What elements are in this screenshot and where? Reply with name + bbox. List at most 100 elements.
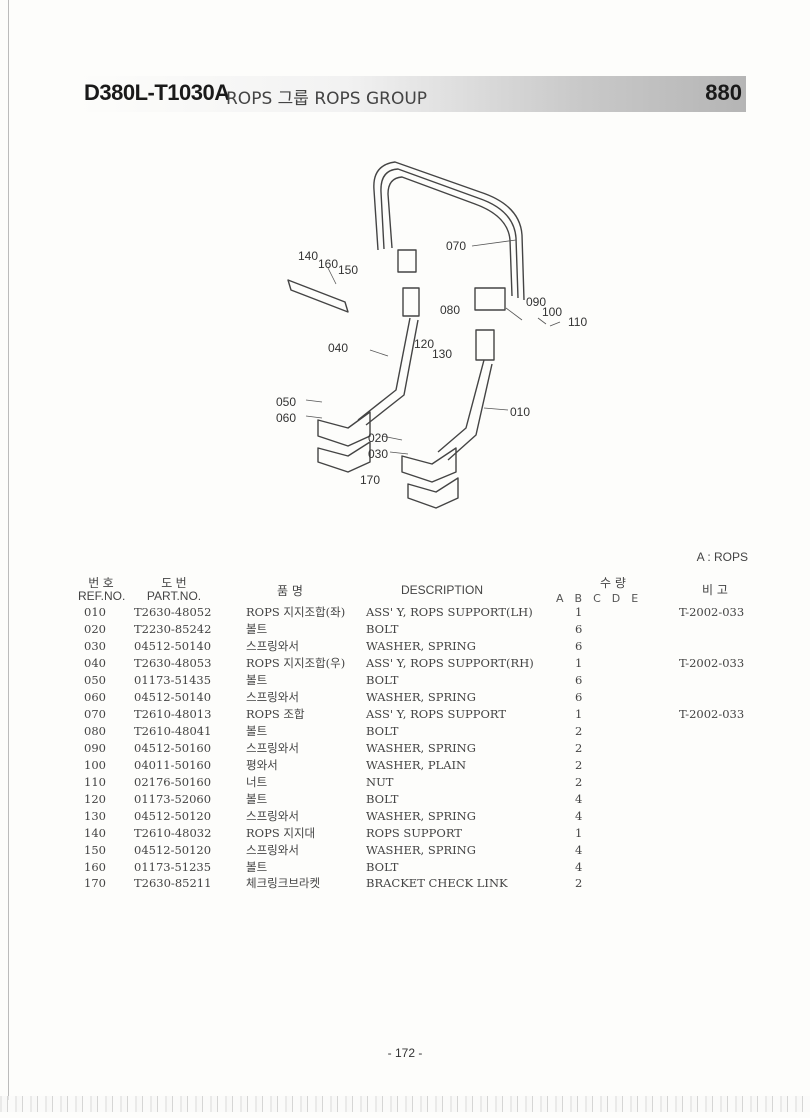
cell-name-kr: 스프링와서 [246, 808, 299, 823]
rops-frame-foot-left [397, 249, 417, 273]
callout-020: 020 [368, 431, 388, 445]
cell-name-kr: ROPS 지지조합(우) [246, 656, 346, 671]
cell-quantity: 2 [575, 774, 583, 789]
cell-ref-no: 090 [84, 740, 106, 755]
cell-part-no: T2610-48032 [134, 825, 212, 840]
cell-description: BRACKET CHECK LINK [366, 876, 508, 891]
cell-description: WASHER, PLAIN [366, 757, 467, 772]
table-row: 100 04011-50160 평와서 WASHER, PLAIN 2 [80, 756, 759, 773]
support-rh-base [401, 447, 457, 483]
callout-030: 030 [368, 447, 388, 461]
cell-name-kr: 볼트 [246, 622, 268, 637]
quantity-letters: A B C D E [556, 592, 656, 605]
cell-ref-no: 100 [84, 757, 106, 772]
cell-remark [679, 672, 759, 689]
qty-letter-e: E [631, 592, 639, 605]
cell-part-no: 04512-50140 [134, 690, 212, 705]
scan-artifact-strip [0, 1096, 810, 1112]
name-kr-column-header: 품 명 [277, 584, 303, 598]
description-column-header: DESCRIPTION [400, 583, 483, 597]
cell-ref-no: 120 [84, 791, 106, 806]
quantity-legend-note: A : ROPS [696, 550, 748, 564]
cell-name-kr: ROPS 지지대 [246, 825, 316, 840]
cell-description: WASHER, SPRING [366, 808, 476, 823]
callout-140: 140 [298, 249, 318, 263]
support-lh-arm [357, 317, 419, 426]
cell-remark [679, 824, 759, 841]
cell-name-kr: 스프링와서 [246, 740, 299, 755]
cell-ref-no: 060 [84, 690, 106, 705]
callout-170: 170 [360, 473, 380, 487]
cell-quantity: 6 [575, 639, 583, 654]
cell-name-kr: 스프링와서 [246, 639, 299, 654]
cell-ref-no: 130 [84, 808, 106, 823]
cell-quantity: 6 [575, 673, 583, 688]
cell-part-no: T2230-85242 [134, 622, 212, 637]
quantity-header-kr: 수 량 [600, 576, 626, 590]
cell-quantity: 2 [575, 876, 583, 891]
cell-description: WASHER, SPRING [366, 740, 476, 755]
part-header-en: PART.NO. [146, 589, 202, 603]
cell-quantity: 1 [575, 605, 583, 620]
page-frame [8, 0, 810, 1100]
cell-ref-no: 020 [84, 622, 106, 637]
cell-description: NUT [366, 774, 394, 789]
cell-part-no: 02176-50160 [134, 774, 212, 789]
cell-part-no: T2630-85211 [134, 876, 212, 891]
cell-name-kr: 스프링와서 [246, 690, 299, 705]
cell-description: WASHER, SPRING [366, 639, 476, 654]
cell-quantity: 6 [575, 622, 583, 637]
cell-quantity: 4 [575, 808, 583, 823]
cell-name-kr: 볼트 [246, 673, 268, 688]
support-lh-top [402, 287, 420, 317]
cell-description: ASS' Y, ROPS SUPPORT(RH) [366, 656, 534, 671]
cell-ref-no: 040 [84, 656, 106, 671]
cell-part-no: 04512-50120 [134, 808, 212, 823]
cell-name-kr: ROPS 지지조합(좌) [246, 605, 346, 620]
cell-name-kr: ROPS 조합 [246, 707, 305, 722]
page-number: - 172 - [387, 1046, 423, 1060]
cell-quantity: 1 [575, 707, 583, 722]
model-code: D380L-T1030A [84, 80, 230, 105]
cell-part-no: T2610-48041 [134, 724, 212, 739]
qty-letter-a: A [556, 592, 564, 605]
cell-part-no: 01173-52060 [134, 791, 212, 806]
cell-remark [679, 841, 759, 858]
cell-remark: T-2002-033 [679, 707, 745, 722]
callout-110: 110 [568, 315, 587, 329]
support-rh-top [475, 329, 495, 361]
rops-support-bar [287, 279, 349, 313]
cell-quantity: 6 [575, 690, 583, 705]
cell-remark [679, 807, 759, 824]
cell-quantity: 2 [575, 757, 583, 772]
cell-remark [679, 723, 759, 740]
callout-130: 130 [432, 347, 452, 361]
cell-part-no: T2630-48053 [134, 656, 212, 671]
cell-remark: T-2002-033 [679, 605, 745, 620]
cell-part-no: T2630-48052 [134, 605, 212, 620]
cell-quantity: 1 [575, 656, 583, 671]
cell-remark [679, 790, 759, 807]
cell-description: BOLT [366, 724, 399, 739]
group-page-number: 880 [705, 80, 742, 105]
cell-quantity: 2 [575, 724, 583, 739]
cell-part-no: 01173-51435 [134, 673, 212, 688]
cell-description: BOLT [366, 673, 399, 688]
remark-column-header: 비 고 [702, 583, 728, 597]
cell-description: WASHER, SPRING [366, 842, 476, 857]
cell-remark [679, 689, 759, 706]
bracket-170-lh [317, 441, 371, 473]
cell-part-no: 04011-50160 [134, 757, 212, 772]
cell-remark [679, 621, 759, 638]
cell-name-kr: 평와서 [246, 757, 278, 772]
cell-ref-no: 150 [84, 842, 106, 857]
